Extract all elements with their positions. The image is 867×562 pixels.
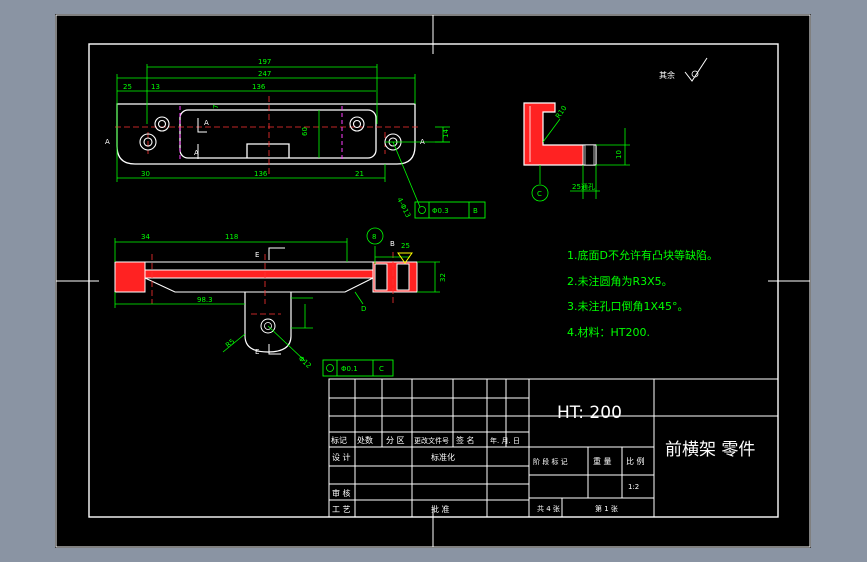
tb-approve: 批 准 <box>431 504 450 514</box>
tolerance-datum: C <box>379 365 384 373</box>
roughness-symbol: 其余 <box>659 57 708 82</box>
dim-text: 197 <box>258 58 271 66</box>
note-line: 4.材料：HT200. <box>567 325 650 339</box>
technical-notes: 1.底面D不允许有凸块等缺陷。 2.未注圆角为R3X5。 3.未注孔口倒角1X4… <box>567 248 718 339</box>
side-view: R10 25通孔 10 C <box>523 102 630 202</box>
section-mark: A <box>204 119 209 127</box>
section-mark: A <box>420 138 425 146</box>
datum-mark: C <box>537 190 542 198</box>
tb-standardization: 标准化 <box>431 452 455 462</box>
dim-text: 98.3 <box>197 296 213 304</box>
tb-header: 标记 <box>331 435 347 445</box>
tb-ratio: 比 例 <box>626 456 645 466</box>
dim-text: 14 <box>442 129 450 138</box>
tb-check: 审 核 <box>332 488 351 498</box>
dim-text: 25 <box>123 83 132 91</box>
dim-text: 118 <box>225 233 238 241</box>
tolerance-value: Φ0.3 <box>432 207 449 215</box>
section-mark: E <box>255 348 259 356</box>
datum-mark: D <box>361 305 366 313</box>
dim-text: 247 <box>258 70 271 78</box>
dim-text: 34 <box>141 233 150 241</box>
dim-text: R5 <box>224 337 236 349</box>
dim-text: 8 <box>372 233 376 241</box>
tb-header: 年. 月. 日 <box>490 436 520 445</box>
drawing-sheet: 197 247 25 13 136 30 136 21 60 14 7 4-Φ1… <box>55 14 811 548</box>
dim-text: 25 <box>401 242 410 250</box>
dim-text: 25通孔 <box>572 182 595 191</box>
tb-header: 更改文件号 <box>414 436 449 445</box>
dim-text: 136 <box>254 170 268 178</box>
tb-scale: 1:2 <box>628 483 639 491</box>
dim-text: Φ12 <box>297 355 313 371</box>
tolerance-datum: B <box>473 207 478 215</box>
centering-marks <box>56 15 810 547</box>
surface-triangle <box>397 252 413 264</box>
front-section-view: E E 34 118 98.3 R5 Φ12 <box>114 227 447 377</box>
tb-header: 签 名 <box>456 435 475 445</box>
section-mark: A <box>194 149 199 157</box>
dim-text: 21 <box>355 170 364 178</box>
dim-text: 136 <box>252 83 266 91</box>
material-label: HT: 200 <box>557 403 622 423</box>
tb-header: 分 区 <box>386 436 405 445</box>
hole-callout: 4-Φ13 <box>395 196 412 219</box>
dim-text: 10 <box>615 150 623 159</box>
tolerance-value: Φ0.1 <box>341 365 358 373</box>
tb-weight: 重 量 <box>593 456 612 466</box>
dim-text: 7 <box>212 105 220 109</box>
cad-drawing: 197 247 25 13 136 30 136 21 60 14 7 4-Φ1… <box>55 14 811 548</box>
dim-text: R10 <box>554 104 568 120</box>
title-block: HT: 200 前横架 零件 标记 处数 分 区 更改文件号 签 名 年. 月.… <box>328 378 779 518</box>
tb-stage: 阶 段 标 记 <box>533 457 568 466</box>
part-name: 前横架 零件 <box>665 440 755 460</box>
note-line: 2.未注圆角为R3X5。 <box>567 274 673 288</box>
tb-sheet-number: 第 1 张 <box>595 504 618 513</box>
section-mark: E <box>255 251 259 259</box>
tb-header: 处数 <box>357 435 373 445</box>
note-line: 1.底面D不允许有凸块等缺陷。 <box>567 248 718 262</box>
note-line: 3.未注孔口倒角1X45°。 <box>567 299 689 313</box>
dim-text: 60 <box>301 127 309 136</box>
tb-design: 设 计 <box>332 452 351 462</box>
front-tolerance-frame: Φ0.1 C <box>322 359 394 377</box>
dim-text: 13 <box>151 83 160 91</box>
roughness-note: 其余 <box>659 70 675 80</box>
section-mark: A <box>105 138 110 146</box>
dim-text: 30 <box>141 170 150 178</box>
tb-sheet-total: 共 4 张 <box>537 504 560 513</box>
dim-text: 32 <box>439 273 447 282</box>
outer-frame <box>55 14 811 548</box>
top-tolerance-frame: Φ0.3 B <box>414 201 486 219</box>
top-view: 197 247 25 13 136 30 136 21 60 14 7 4-Φ1… <box>105 58 486 219</box>
tb-process: 工 艺 <box>332 505 351 514</box>
surface-mark: B <box>390 240 395 248</box>
